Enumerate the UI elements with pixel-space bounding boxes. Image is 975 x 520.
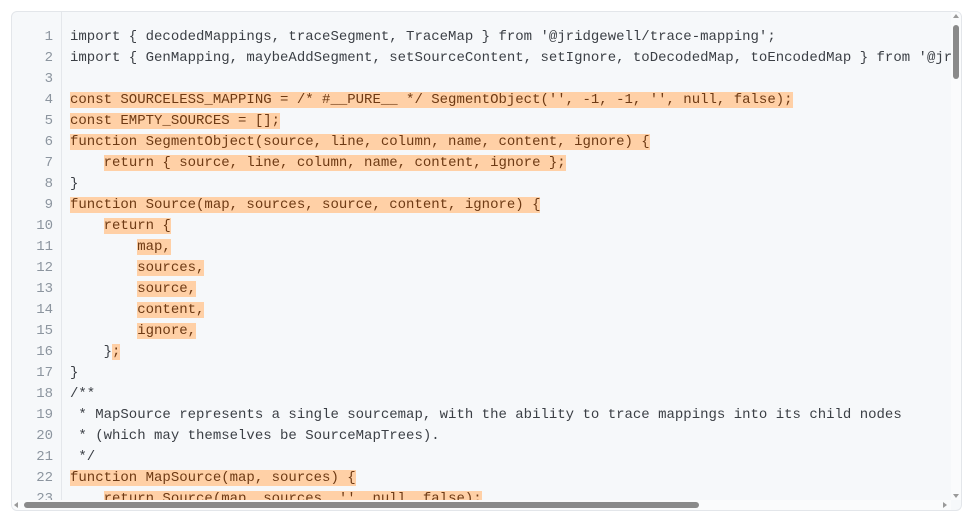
code-text: [70, 239, 137, 255]
line-number: 3: [44, 71, 53, 87]
line-number: 1: [44, 29, 53, 45]
code-text: }: [70, 176, 79, 192]
highlighted-code: ;: [112, 344, 121, 360]
line-number: 2: [44, 50, 53, 66]
code-text: * MapSource represents a single sourcema…: [70, 407, 902, 423]
code-text: [70, 260, 137, 276]
line-code: return { source, line, column, name, con…: [70, 153, 566, 174]
line-code: return {: [70, 216, 171, 237]
line-number: 18: [36, 386, 53, 402]
line-number: 12: [36, 260, 53, 276]
code-text: [70, 302, 137, 318]
line-code: map,: [70, 237, 171, 258]
line-code: sources,: [70, 258, 205, 279]
highlighted-code: source,: [137, 281, 197, 297]
scroll-up-arrow-icon[interactable]: [953, 14, 959, 18]
line-code: function SegmentObject(source, line, col…: [70, 132, 650, 153]
code-text: * (which may themselves be SourceMapTree…: [70, 428, 440, 444]
line-number: 5: [44, 113, 53, 129]
highlighted-code: return { source, line, column, name, con…: [103, 155, 566, 171]
code-viewer: 1 import { decodedMappings, traceSegment,…: [11, 11, 962, 511]
line-code: * MapSource represents a single sourcema…: [70, 405, 902, 426]
line-code: function Source(map, sources, source, co…: [70, 195, 541, 216]
line-code: * (which may themselves be SourceMapTree…: [70, 426, 440, 447]
line-code: function MapSource(map, sources) {: [70, 468, 356, 489]
highlighted-code: sources,: [137, 260, 205, 276]
line-code: import { decodedMappings, traceSegment, …: [70, 27, 776, 48]
horizontal-scrollbar[interactable]: [12, 500, 951, 510]
code-text: }: [70, 365, 79, 381]
line-number: 21: [36, 449, 53, 465]
code-text: import { GenMapping, maybeAddSegment, se…: [70, 50, 951, 66]
highlighted-code: content,: [137, 302, 205, 318]
line-code: }: [70, 174, 78, 195]
line-number: 19: [36, 407, 53, 423]
highlighted-code: const EMPTY_SOURCES = [];: [70, 113, 281, 129]
code-text: import { decodedMappings, traceSegment, …: [70, 29, 776, 45]
line-number: 11: [36, 239, 53, 255]
highlighted-code: function MapSource(map, sources) {: [70, 470, 356, 486]
line-code: import { GenMapping, maybeAddSegment, se…: [70, 48, 951, 69]
line-number: 17: [36, 365, 53, 381]
line-number: 13: [36, 281, 53, 297]
code-text: [70, 491, 104, 500]
horizontal-scroll-thumb[interactable]: [24, 502, 699, 508]
line-number: 15: [36, 323, 53, 339]
code-text: [70, 281, 137, 297]
line-code: ignore,: [70, 321, 197, 342]
highlighted-code: const SOURCELESS_MAPPING = /* #__PURE__ …: [70, 92, 793, 108]
line-number: 10: [36, 218, 53, 234]
vertical-scrollbar[interactable]: [951, 12, 961, 500]
highlighted-code: ignore,: [137, 323, 197, 339]
scroll-left-arrow-icon[interactable]: [14, 502, 18, 508]
highlighted-code: function SegmentObject(source, line, col…: [70, 134, 650, 150]
line-code: return Source(map, sources, '', null, fa…: [70, 489, 482, 500]
line-code: source,: [70, 279, 197, 300]
gutter-divider: [61, 12, 62, 500]
code-text: [70, 218, 104, 234]
line-number: 4: [44, 92, 53, 108]
line-number: 16: [36, 344, 53, 360]
code-text: }: [70, 344, 113, 360]
line-number: 23: [36, 491, 53, 500]
highlighted-code: function Source(map, sources, source, co…: [70, 197, 541, 213]
scroll-right-arrow-icon[interactable]: [943, 502, 947, 508]
line-code: };: [70, 342, 121, 363]
line-code: content,: [70, 300, 205, 321]
code-text: /**: [70, 386, 96, 402]
line-code: const SOURCELESS_MAPPING = /* #__PURE__ …: [70, 90, 793, 111]
scroll-down-arrow-icon[interactable]: [953, 494, 959, 498]
line-number: 9: [44, 197, 53, 213]
line-number: 8: [44, 176, 53, 192]
line-number: 20: [36, 428, 53, 444]
line-code: }: [70, 363, 78, 384]
line-number: 22: [36, 470, 53, 486]
line-number: 14: [36, 302, 53, 318]
line-number: 7: [44, 155, 53, 171]
line-number: 6: [44, 134, 53, 150]
line-code: /**: [70, 384, 95, 405]
code-text: */: [70, 449, 96, 465]
code-text: [70, 155, 104, 171]
line-code: */: [70, 447, 95, 468]
highlighted-code: map,: [137, 239, 171, 255]
highlighted-code: return {: [103, 218, 171, 234]
line-code: const EMPTY_SOURCES = [];: [70, 111, 281, 132]
highlighted-code: return Source(map, sources, '', null, fa…: [103, 491, 482, 500]
code-viewport: 1 import { decodedMappings, traceSegment,…: [12, 12, 951, 500]
vertical-scroll-thumb[interactable]: [953, 25, 959, 79]
code-text: [70, 323, 137, 339]
